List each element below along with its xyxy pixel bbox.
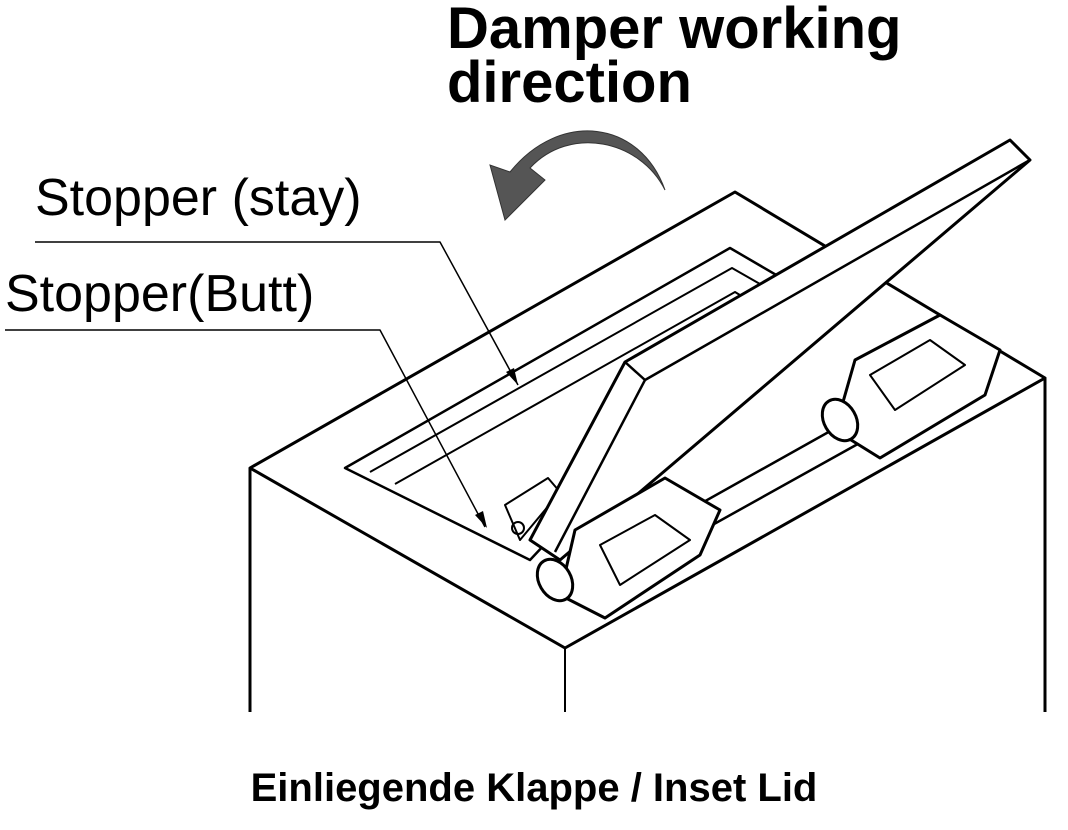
lid-edge-3 [644, 158, 1031, 382]
lid-edge-2 [553, 379, 647, 553]
damper-direction-title: Damper working direction [447, 0, 902, 115]
leader-arrowhead-stay [506, 368, 518, 385]
stopper-stay-label: Stopper (stay) [35, 169, 362, 227]
opening-inner-edge [369, 267, 761, 473]
damper-hinge-front [535, 476, 722, 620]
lid [528, 138, 1032, 562]
stopper-butt-label: Stopper(Butt) [5, 265, 315, 323]
damper-hinge-rear [820, 313, 1002, 460]
leader-arrowhead-butt [475, 511, 487, 528]
caption: Einliegende Klappe / Inset Lid [250, 766, 818, 810]
title-line-1: Damper working [447, 0, 902, 61]
title-line-2: direction [447, 50, 692, 115]
leader-line-stay [35, 241, 519, 386]
curved-arrow-icon [489, 130, 666, 221]
stopper-butt [511, 521, 525, 535]
leader-line-butt [5, 329, 486, 528]
lid-edge [624, 361, 646, 381]
